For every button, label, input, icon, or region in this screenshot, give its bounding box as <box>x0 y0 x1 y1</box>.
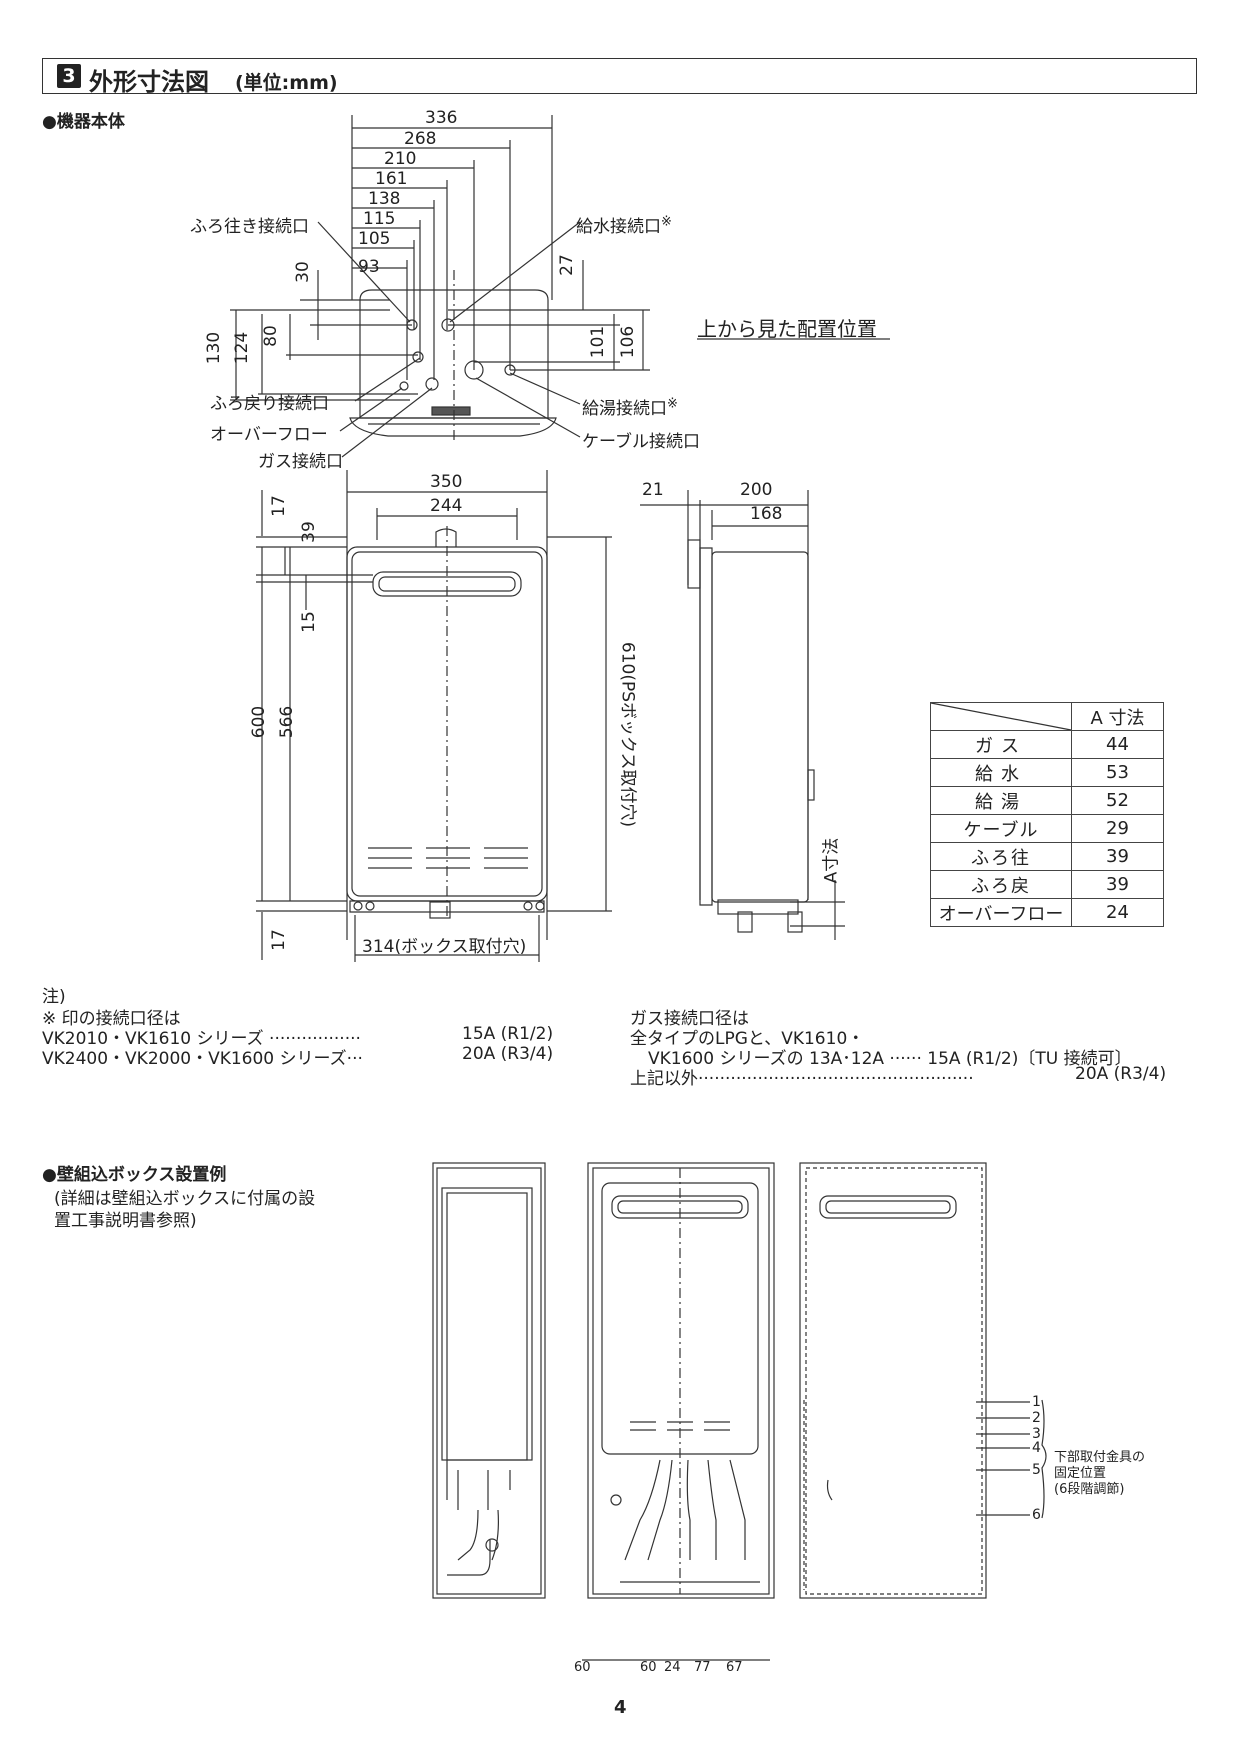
box-dim-60a: 60 <box>574 1660 591 1675</box>
unit-body-heading: ●機器本体 <box>42 112 125 132</box>
table-header-row: A 寸法 <box>930 702 1164 731</box>
dim-93: 93 <box>358 257 380 277</box>
dim-124: 124 <box>232 331 253 365</box>
note-right-3: VK1600 シリーズの 13A･12A ······ 15A (R1/2)〔T… <box>648 1049 1132 1069</box>
label-cable: ケーブル接続口 <box>582 432 700 452</box>
dim-15: 15 <box>298 611 319 633</box>
row-value: 53 <box>1071 758 1164 787</box>
page-number: 4 <box>614 1697 627 1718</box>
section-unit: (単位:mm) <box>235 72 338 94</box>
dim-161: 161 <box>375 169 408 189</box>
dim-105: 105 <box>358 229 391 249</box>
position-note-1: 下部取付金具の <box>1054 1450 1146 1465</box>
box-example-desc-2: 置工事説明書参照) <box>54 1211 197 1231</box>
dim-314: 314(ボックス取付穴) <box>362 937 527 957</box>
dim-566: 566 <box>277 705 298 739</box>
row-value: 29 <box>1071 814 1164 843</box>
table-header: A 寸法 <box>1071 702 1164 731</box>
note-left-3: VK2400・VK2000・VK1600 シリーズ··· <box>42 1049 363 1069</box>
position-4: 4 <box>1032 1440 1041 1456</box>
row-name: ふろ往 <box>930 842 1072 871</box>
note-left-2: VK2010・VK1610 シリーズ ················· <box>42 1029 361 1049</box>
note-left-3-size: 20A (R3/4) <box>462 1044 554 1064</box>
notes-head: 注) <box>42 987 66 1007</box>
position-3: 3 <box>1032 1426 1041 1442</box>
box-example-desc-1: (詳細は壁組込ボックスに付属の設 <box>54 1189 316 1209</box>
dim-21: 21 <box>642 480 664 500</box>
dim-168: 168 <box>750 504 783 524</box>
note-left-1: ※ 印の接続口径は <box>42 1009 181 1029</box>
dim-130: 130 <box>204 331 225 365</box>
row-name: ケーブル <box>930 814 1072 843</box>
box-dim-24: 24 <box>664 1660 681 1675</box>
label-overflow: オーバーフロー <box>210 425 328 445</box>
dim-80: 80 <box>260 325 281 347</box>
dim-115: 115 <box>363 209 396 229</box>
row-name: オーバーフロー <box>930 898 1072 927</box>
row-name: ガス <box>930 730 1072 759</box>
dim-350: 350 <box>430 472 463 492</box>
row-value: 24 <box>1071 898 1164 927</box>
dim-17-bottom: 17 <box>268 929 289 951</box>
label-kyuto: 給湯接続口※ <box>582 396 678 419</box>
label-furo-modori: ふろ戻り接続口 <box>210 394 329 414</box>
position-note-2: 固定位置 <box>1054 1466 1107 1481</box>
row-name: 給水 <box>930 758 1072 787</box>
table-corner <box>930 702 1072 731</box>
dim-17-top: 17 <box>268 495 289 517</box>
position-1: 1 <box>1032 1394 1041 1410</box>
position-note-3: (6段階調節) <box>1054 1482 1125 1497</box>
label-gas: ガス接続口 <box>258 452 343 472</box>
note-right-4: 上記以外····································… <box>630 1069 974 1089</box>
top-view-caption: 上から見た配置位置 <box>697 317 877 341</box>
position-5: 5 <box>1032 1462 1041 1478</box>
dim-244: 244 <box>430 496 463 516</box>
row-name: 給湯 <box>930 786 1072 815</box>
section-title: 外形寸法図 <box>89 68 209 96</box>
dim-336: 336 <box>425 108 458 128</box>
position-6: 6 <box>1032 1507 1041 1523</box>
dim-101: 101 <box>588 325 609 359</box>
row-value: 39 <box>1071 842 1164 871</box>
dim-200: 200 <box>740 480 773 500</box>
box-dim-60b: 60 <box>640 1660 657 1675</box>
dim-210: 210 <box>384 149 417 169</box>
dim-30: 30 <box>292 261 313 283</box>
label-furo-iki: ふろ往き接続口 <box>190 217 309 237</box>
dim-106: 106 <box>618 325 639 359</box>
note-right-1: ガス接続口径は <box>630 1009 749 1029</box>
dim-138: 138 <box>368 189 401 209</box>
dim-39: 39 <box>298 521 319 543</box>
box-dim-77: 77 <box>694 1660 711 1675</box>
dim-a: A寸法 <box>821 837 842 884</box>
row-value: 44 <box>1071 730 1164 759</box>
position-2: 2 <box>1032 1410 1041 1426</box>
note-left-2-size: 15A (R1/2) <box>462 1024 554 1044</box>
row-value: 39 <box>1071 870 1164 899</box>
note-right-4-size: 20A (R3/4) <box>1075 1064 1167 1084</box>
section-header: 3 外形寸法図 (単位:mm) <box>42 58 1197 96</box>
dim-268: 268 <box>404 129 437 149</box>
section-number-badge: 3 <box>57 64 81 88</box>
row-name: ふろ戻 <box>930 870 1072 899</box>
dim-600: 600 <box>249 705 270 739</box>
box-example-heading: ●壁組込ボックス設置例 <box>42 1165 227 1185</box>
dim-610: 610(PSボックス取付穴) <box>617 641 638 828</box>
row-value: 52 <box>1071 786 1164 815</box>
box-dim-67: 67 <box>726 1660 743 1675</box>
note-right-2: 全タイプのLPGと、VK1610・ <box>630 1029 865 1049</box>
dim-27: 27 <box>556 254 577 276</box>
label-kyusui: 給水接続口※ <box>576 214 672 237</box>
